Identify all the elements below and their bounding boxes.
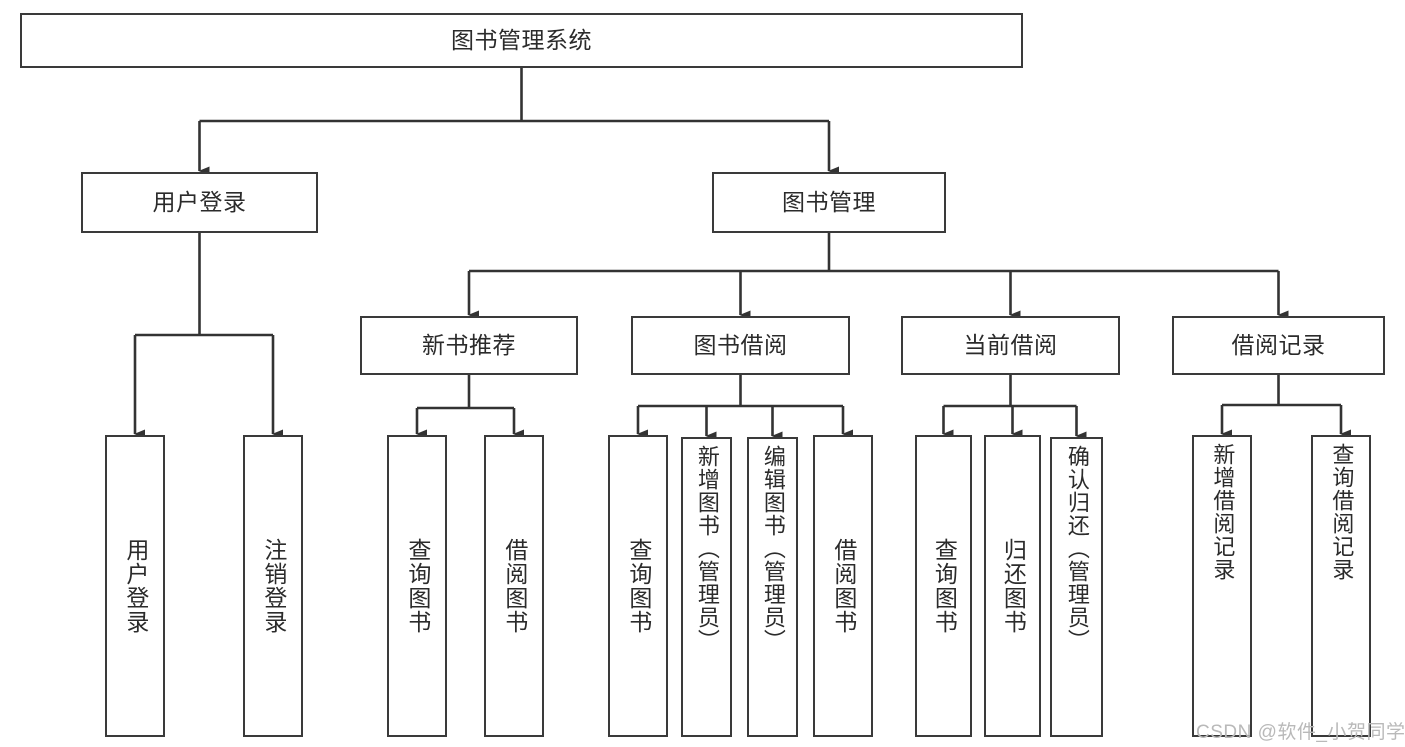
node-leaf-query-book-2[interactable]: 查询图书 [608,435,668,737]
node-leaf-edit-book[interactable]: 编辑图书（管理员） [747,437,798,737]
node-label: 编辑图书（管理员） [760,445,786,652]
node-leaf-return-book[interactable]: 归还图书 [984,435,1041,737]
node-label: 归还图书 [1000,538,1027,634]
node-leaf-logout[interactable]: 注销登录 [243,435,303,737]
node-label: 当前借阅 [963,331,1058,358]
node-leaf-confirm-return[interactable]: 确认归还（管理员） [1050,437,1103,737]
node-leaf-add-book[interactable]: 新增图书（管理员） [681,437,732,737]
node-label: 借阅图书 [501,538,528,634]
node-label: 用户登录 [152,188,247,215]
node-label: 图书管理 [782,188,876,215]
node-label: 借阅记录 [1231,331,1326,358]
node-leaf-query-book-1[interactable]: 查询图书 [387,435,447,737]
node-leaf-user-login[interactable]: 用户登录 [105,435,165,737]
node-label: 借阅图书 [830,538,857,634]
node-label: 新增借阅记录 [1210,443,1236,581]
node-label: 用户登录 [122,538,149,634]
node-label: 新增图书（管理员） [694,445,720,652]
node-leaf-borrow-book-2[interactable]: 借阅图书 [813,435,873,737]
node-user-login[interactable]: 用户登录 [81,172,318,233]
node-label: 图书管理系统 [451,26,592,53]
node-label: 查询图书 [931,538,958,634]
node-label: 查询图书 [404,538,431,634]
csdn-watermark: CSDN @软件_小贺同学 [1196,722,1405,743]
node-leaf-borrow-book-1[interactable]: 借阅图书 [484,435,544,737]
node-label: 注销登录 [260,538,287,634]
node-label: 图书借阅 [693,331,788,358]
node-label: 查询图书 [625,538,652,634]
node-borrow-record[interactable]: 借阅记录 [1172,316,1385,375]
node-label: 查询借阅记录 [1329,443,1355,581]
node-current-borrow[interactable]: 当前借阅 [901,316,1120,375]
node-root[interactable]: 图书管理系统 [20,13,1023,68]
node-leaf-add-record[interactable]: 新增借阅记录 [1192,435,1252,737]
node-book-manage[interactable]: 图书管理 [712,172,946,233]
node-label: 新书推荐 [422,331,516,358]
node-new-book-rec[interactable]: 新书推荐 [360,316,578,375]
node-leaf-query-record[interactable]: 查询借阅记录 [1311,435,1371,737]
edge-group [133,68,1351,441]
node-book-borrow[interactable]: 图书借阅 [631,316,850,375]
node-label: 确认归还（管理员） [1064,445,1090,652]
node-leaf-query-book-3[interactable]: 查询图书 [915,435,972,737]
